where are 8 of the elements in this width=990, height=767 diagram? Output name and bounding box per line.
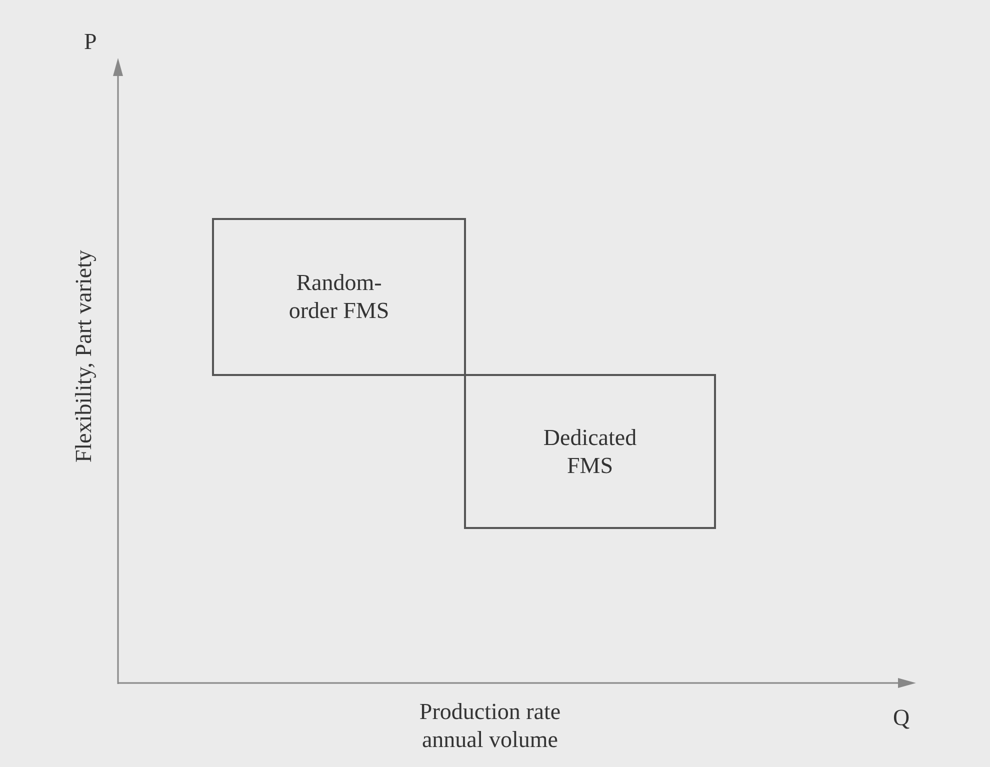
axis-title: Production rate annual volume	[418, 698, 562, 754]
axis-label: Q	[893, 704, 910, 732]
axis-label: P	[84, 28, 97, 56]
region-box	[212, 218, 466, 376]
region-label: Random-order FMS	[288, 269, 390, 325]
axis-title: Flexibility, Part variety	[70, 250, 97, 463]
region-label: Dedicated FMS	[542, 424, 638, 480]
region-box	[464, 374, 716, 529]
